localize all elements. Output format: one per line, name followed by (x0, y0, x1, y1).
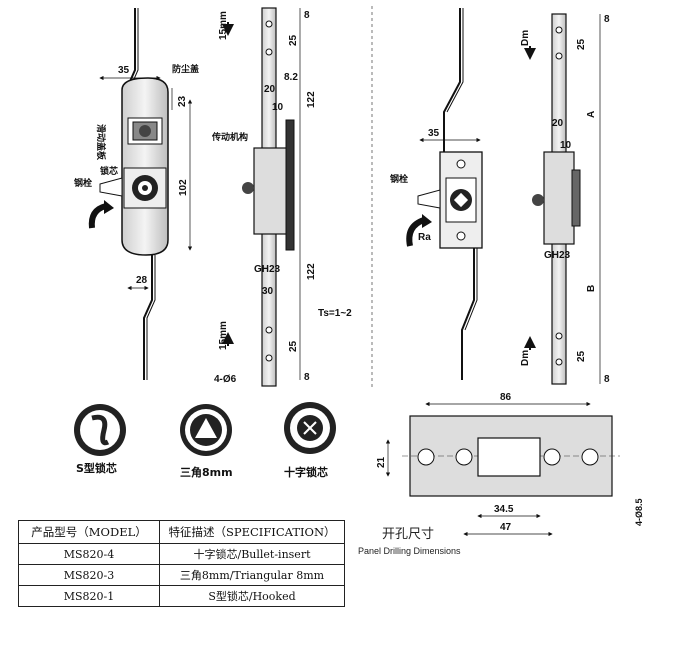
dim-side-25-bot: 25 (288, 340, 299, 352)
dim-stroke-top: 15mm (218, 11, 229, 40)
panel-dim-34-5: 34.5 (494, 504, 514, 515)
dim-rside-gh23: GH23 (544, 250, 571, 261)
dim-side-gh23: GH23 (254, 264, 281, 275)
dim-side-holes: 4-Ø6 (214, 374, 237, 385)
cell-spec: S型锁芯/Hooked (159, 585, 345, 607)
lock-core-s: S型锁芯 (74, 404, 126, 475)
cell-model: MS820-3 (18, 564, 160, 586)
table-row: MS820-3 三角8mm/Triangular 8mm (18, 564, 345, 586)
dim-side-20: 20 (264, 84, 276, 95)
dim-side-8-bot: 8 (304, 372, 310, 383)
panel-dim-21: 21 (376, 456, 387, 468)
panel-dim-86: 86 (500, 392, 512, 403)
dim-rside-8-bot: 8 (604, 374, 610, 385)
left-front-view: 35 23 102 28 防尘盖 滑动盖板 锁芯 钢栓 (74, 8, 199, 380)
core-label-cross: 十字锁芯 (284, 465, 328, 479)
label-bolt-left: 钢栓 (74, 177, 92, 189)
dim-side-8-2: 8.2 (284, 72, 298, 83)
dim-rside-dm-top: Dm (520, 30, 531, 46)
dim-side-8-top: 8 (304, 10, 310, 21)
spec-header-row: 产品型号（MODEL） 特征描述（SPECIFICATION） (18, 520, 345, 544)
cell-model: MS820-1 (18, 585, 160, 607)
dim-rside-10: 10 (560, 140, 572, 151)
lock-core-cross: 十字锁芯 (284, 402, 336, 479)
label-lock-core: 锁芯 (100, 165, 118, 177)
panel-dim-holes: 4-Ø8.5 (634, 498, 644, 526)
label-drive: 传动机构 (211, 131, 248, 143)
right-side-view: 8 25 Dm 20 A 10 GH23 B Dm 25 8 (520, 13, 610, 385)
dim-rside-20: 20 (552, 118, 564, 129)
dim-left-28: 28 (136, 275, 148, 286)
dim-rside-8-top: 8 (604, 14, 610, 25)
cell-model: MS820-4 (18, 543, 160, 565)
dim-stroke-bot: 15mm (218, 321, 229, 350)
dim-rside-25-bot: 25 (576, 350, 587, 362)
left-side-view: 8 25 20 8.2 10 122 传动机构 GH23 122 30 Ts=1… (211, 7, 352, 387)
panel-drilling: 86 21 34.5 47 4-Ø8.5 开孔尺寸 Panel Drilling… (358, 392, 644, 556)
panel-title-en: Panel Drilling Dimensions (358, 546, 461, 556)
panel-dim-47: 47 (500, 522, 512, 533)
panel-title-cn: 开孔尺寸 (382, 527, 434, 542)
label-dust-cover: 防尘盖 (172, 63, 199, 75)
spec-table: 产品型号（MODEL） 特征描述（SPECIFICATION） MS820-4 … (18, 520, 345, 607)
right-front-view: 35 钢栓 Ra (390, 8, 483, 380)
dim-rside-A: A (586, 111, 597, 118)
label-bolt-right: 钢栓 (390, 173, 408, 185)
label-rotation: Ra (418, 232, 431, 243)
dim-side-30: 30 (262, 286, 274, 297)
dim-right-35: 35 (428, 128, 440, 139)
core-label-triangle: 三角8mm (180, 465, 233, 479)
lock-core-triangle: 三角8mm (180, 404, 233, 479)
core-label-s: S型锁芯 (76, 461, 117, 475)
header-spec: 特征描述（SPECIFICATION） (159, 520, 345, 544)
dim-left-102: 102 (178, 179, 189, 196)
table-row: MS820-4 十字锁芯/Bullet-insert (18, 543, 345, 565)
dim-left-23: 23 (177, 95, 188, 107)
cell-spec: 十字锁芯/Bullet-insert (159, 543, 345, 565)
dim-rside-B: B (586, 285, 597, 292)
dim-side-ts: Ts=1~2 (318, 308, 352, 319)
dim-rside-25-top: 25 (576, 38, 587, 50)
dim-side-10: 10 (272, 102, 284, 113)
dim-left-35: 35 (118, 65, 130, 76)
dim-rside-dm-bot: Dm (520, 350, 531, 366)
dim-side-122-top: 122 (306, 91, 317, 108)
dim-side-122-bot: 122 (306, 263, 317, 280)
label-slide-cover: 滑动盖板 (95, 124, 107, 161)
table-row: MS820-1 S型锁芯/Hooked (18, 585, 345, 607)
dim-side-25-top: 25 (288, 34, 299, 46)
header-model: 产品型号（MODEL） (18, 520, 160, 544)
cell-spec: 三角8mm/Triangular 8mm (159, 564, 345, 586)
